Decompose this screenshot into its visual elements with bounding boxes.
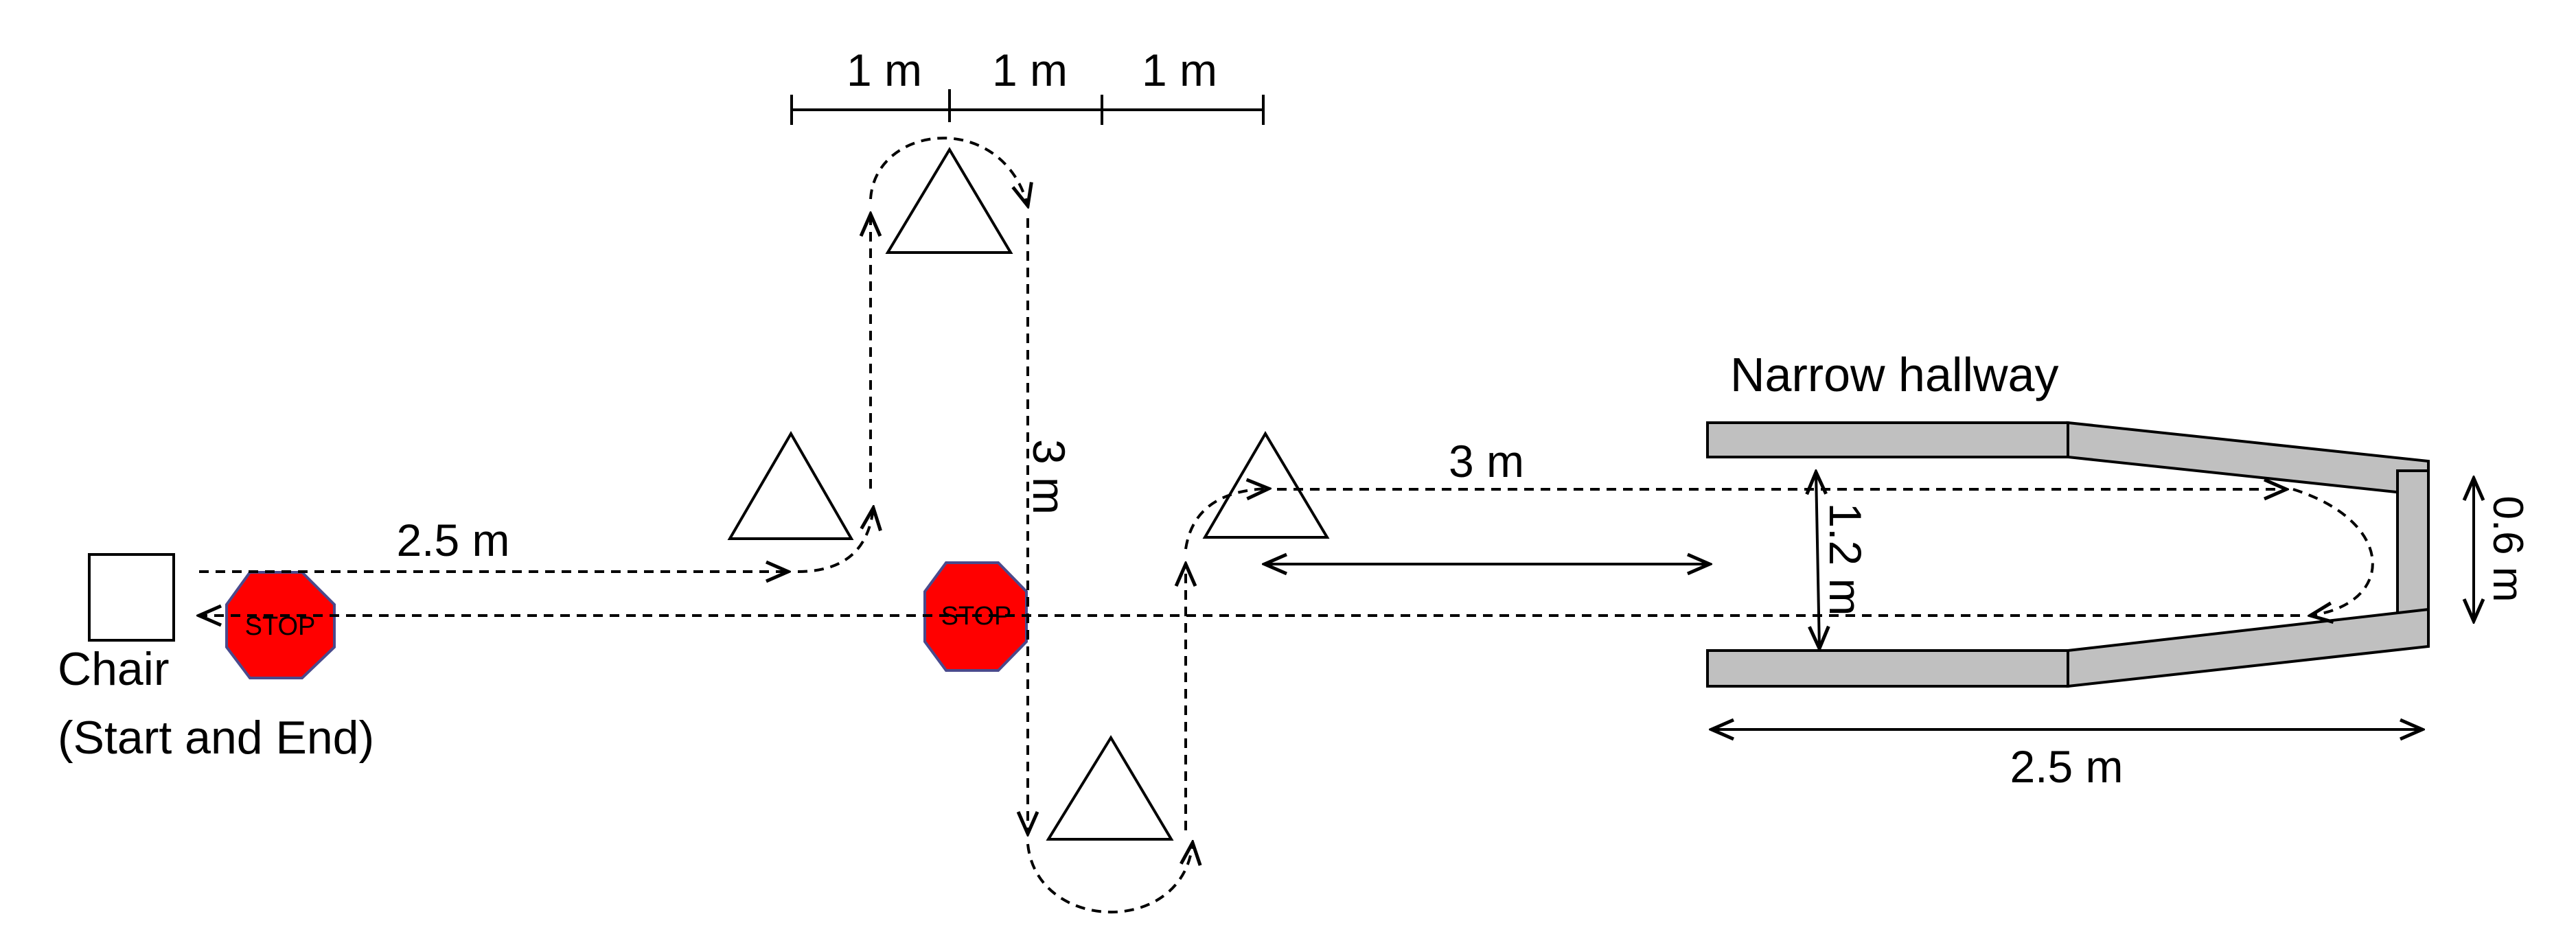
hallway-wall-end [2396,469,2430,623]
walking-path [199,137,2374,914]
dim-label-1m-third: 1 m [1142,45,1217,95]
chair-sublabel: (Start and End) [58,712,374,764]
dim-label-3m-vertical: 3 m [1024,439,1074,515]
dim-label-1m-first: 1 m [847,45,922,95]
cone-2-icon [885,147,1013,254]
hallway-wall-bottom-angled [2067,607,2430,688]
chair-label: Chair [58,643,170,695]
cone-3-icon [1202,431,1330,539]
cone-1-icon [727,431,854,540]
dim-label-2-5m-hallway: 2.5 m [2010,741,2123,792]
hallway-wall-bottom-straight [1706,649,2069,688]
top-scale-bar [790,89,1265,125]
narrow-hallway [1706,421,2430,688]
cone-4-icon [1046,735,1174,841]
dim-label-0-6m: 0.6 m [2484,495,2531,602]
hallway-wall-top-angled [2067,421,2430,498]
dim-label-1m-second: 1 m [992,45,1068,95]
chair-icon [88,553,175,642]
dim-label-1-2m: 1.2 m [1820,502,1871,616]
stop-sign-left: STOP [225,571,336,679]
narrow-hallway-label: Narrow hallway [1730,348,2058,401]
dim-label-3m-horizontal: 3 m [1449,436,1524,487]
dim-label-2-5m-path: 2.5 m [396,515,509,565]
hallway-wall-top-straight [1706,421,2069,458]
dim-arrow-1-2m [1816,472,1819,648]
